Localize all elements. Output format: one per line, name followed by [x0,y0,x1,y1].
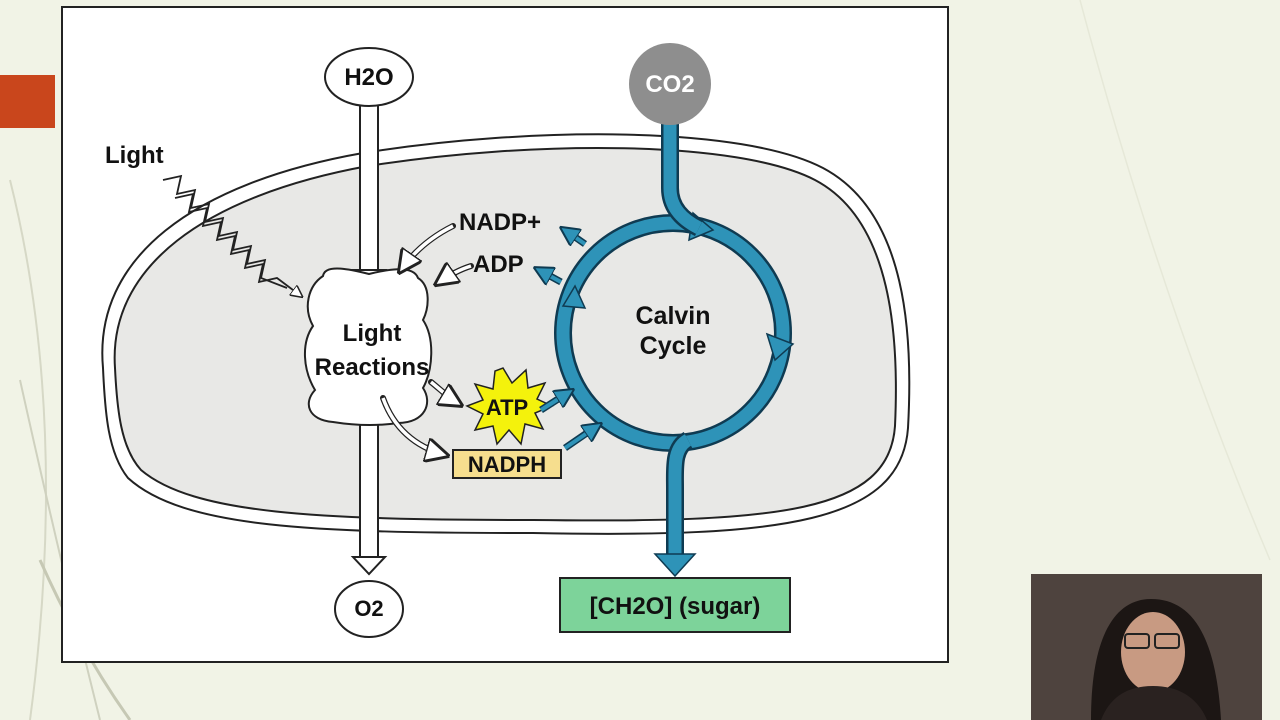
atp-label: ATP [486,395,528,420]
presenter-image [1031,574,1262,720]
water-label: H2O [344,64,393,91]
light-ray-1 [162,174,288,289]
oxygen-arrow-shaft [359,422,379,560]
sugar-label: [CH2O] (sugar) [590,593,761,620]
light-label: Light [105,142,164,169]
water-arrow-shaft [359,104,379,276]
sugar-arrow [668,434,692,556]
sugar-box [559,577,791,633]
presenter-video-feed [1031,574,1262,720]
adp-out-arrow-fill [537,269,562,282]
cycle-arrowhead-right [765,332,795,362]
cycle-arrowhead-left [561,284,587,309]
nadp-out-arrow-fill [563,229,587,244]
light-reactions-label-line1: Light [343,320,402,347]
atp-burst [465,367,554,446]
photosynthesis-diagram: H2O O2 Light Light Reactions NADP+ ADP A… [101,43,911,638]
diagram-panel: H2O O2 Light Light Reactions NADP+ ADP A… [61,6,949,663]
co2-arrow [663,116,703,234]
calvin-cycle-label-line2: Cycle [640,332,707,360]
adp-return-arrow-inner [438,266,472,283]
adp-label: ADP [473,251,524,278]
oxygen-label: O2 [354,596,383,621]
oxygen-arrow-head [350,556,388,576]
nadph-label: NADPH [468,452,546,477]
co2-label: CO2 [645,71,694,98]
light-reactions-label-line2: Reactions [315,354,430,381]
nadph-in-arrow-fill [563,425,599,450]
water-node [324,47,414,107]
to-nadph-arrow-inner [381,397,445,455]
light-ray-2 [174,192,301,296]
nadp-plus-label: NADP+ [459,209,541,236]
accent-bar [0,75,55,128]
nadph-box [452,449,562,479]
atp-in-arrow-fill [539,391,571,412]
co2-node [629,43,711,125]
calvin-cycle-label-line1: Calvin [635,302,710,330]
to-atp-arrow-inner [429,380,459,404]
nadp-return-arrow-inner [401,224,454,270]
sugar-arrowhead [653,553,697,578]
oxygen-node [334,580,404,638]
